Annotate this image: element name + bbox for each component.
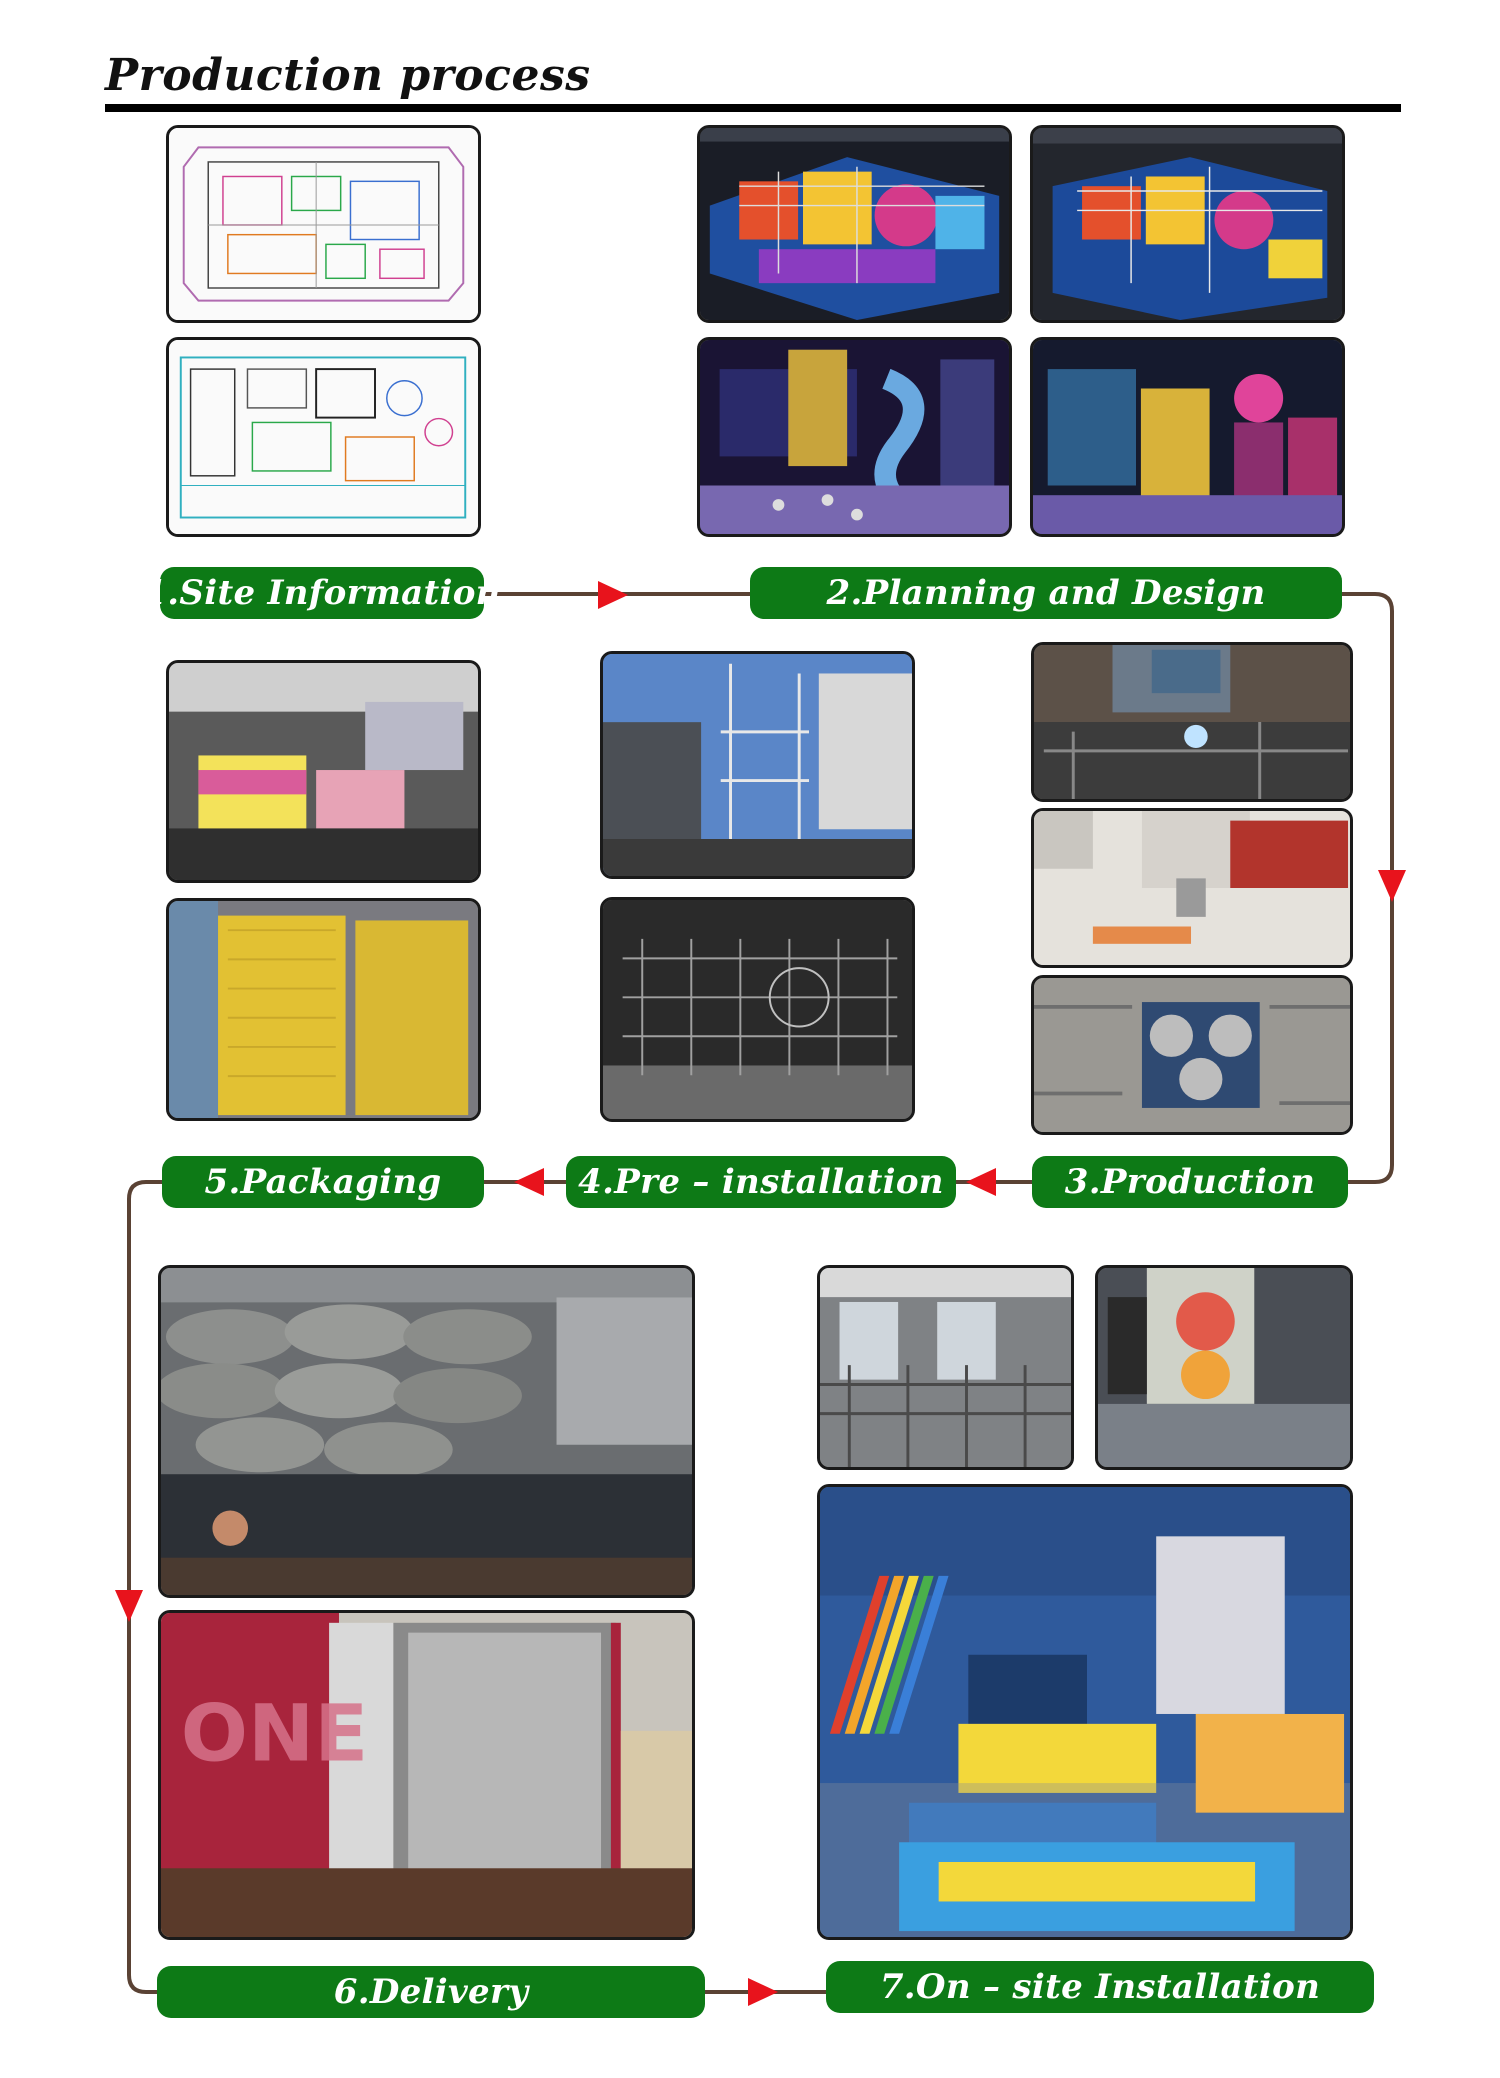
step-site-information: 1.Site Information (143, 567, 500, 619)
preinstall-photo-2 (600, 897, 915, 1122)
step-production: 3.Production (1032, 1156, 1348, 1208)
production-photo-bending (1031, 975, 1353, 1135)
design-render-photo-4 (1030, 337, 1345, 537)
packaging-photo-1 (166, 660, 481, 883)
delivery-photo-bags (158, 1265, 695, 1598)
installation-photo-1 (817, 1265, 1074, 1470)
site-floorplan-photo-1 (166, 125, 481, 323)
step-on-site-installation: 7.On – site Installation (826, 1961, 1374, 2013)
flow-arrow-right-icon (748, 1978, 778, 2006)
design-render-photo-1 (697, 125, 1012, 323)
packaging-photo-2 (166, 898, 481, 1121)
step-pre-installation: 4.Pre – installation (566, 1156, 956, 1208)
production-photo-welding (1031, 642, 1353, 802)
svg-text:ONE: ONE (181, 1688, 368, 1780)
page-title: Production process (105, 50, 591, 101)
site-floorplan-photo-2 (166, 337, 481, 537)
flow-arrow-down-icon (1378, 870, 1406, 902)
flow-arrow-right-icon (598, 581, 628, 609)
step-delivery: 6.Delivery (157, 1966, 705, 2018)
design-render-photo-2 (1030, 125, 1345, 323)
installation-photo-finished (817, 1484, 1353, 1940)
preinstall-photo-1 (600, 651, 915, 879)
design-render-photo-3 (697, 337, 1012, 537)
step-packaging: 5.Packaging (162, 1156, 484, 1208)
production-photo-sewing (1031, 808, 1353, 968)
flow-arrow-left-icon (966, 1168, 996, 1196)
flow-arrow-down-icon (115, 1590, 143, 1622)
title-underline (105, 104, 1401, 112)
flow-arrow-left-icon (514, 1168, 544, 1196)
installation-photo-2 (1095, 1265, 1353, 1470)
step-planning-and-design: 2.Planning and Design (750, 567, 1342, 619)
delivery-photo-container: ONE (158, 1610, 695, 1940)
